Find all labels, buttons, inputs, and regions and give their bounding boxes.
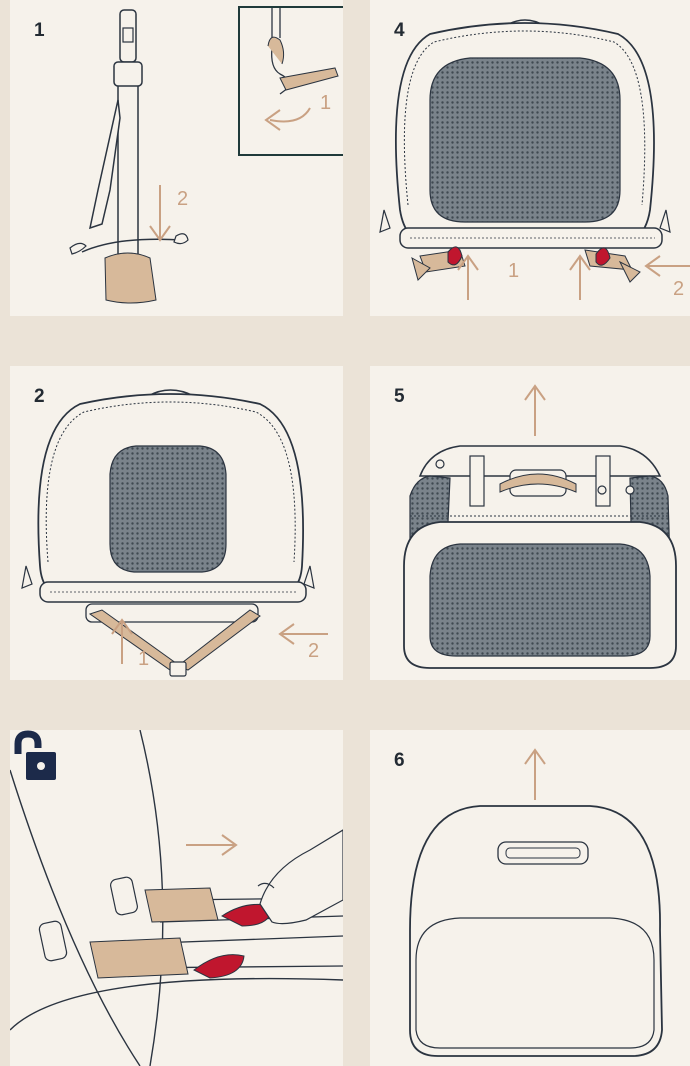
carrier-expand-illustration <box>370 366 690 680</box>
inset-detail: 1 <box>238 6 343 156</box>
panel-step-3: 3 <box>10 730 343 1066</box>
panel-step-2: 2 1 2 <box>10 366 343 680</box>
arrow-label-1: 1 <box>138 648 149 671</box>
step-number: 2 <box>34 386 45 408</box>
step-number: 6 <box>394 750 405 772</box>
panel-step-6: 6 <box>370 730 690 1066</box>
panel-step-1: 1 2 1 <box>10 0 343 316</box>
unlocked-padlock-icon <box>10 730 64 784</box>
step-number: 4 <box>394 20 405 42</box>
panel-step-4: 4 1 2 <box>370 0 690 316</box>
panel-step-5: 5 <box>370 366 690 680</box>
step-number: 1 <box>34 20 45 42</box>
hand-pull-strap-illustration <box>240 8 343 158</box>
carrier-strap-release-illustration <box>10 366 343 680</box>
step-number: 5 <box>394 386 405 408</box>
carrier-unbuckle-illustration <box>370 0 690 316</box>
arrow-label-2: 2 <box>673 278 684 301</box>
carrier-lift-illustration <box>370 730 690 1066</box>
arrow-label-2: 2 <box>177 188 188 211</box>
arrow-label-1: 1 <box>508 260 519 283</box>
arrow-label-1: 1 <box>320 92 331 115</box>
arrow-label-2: 2 <box>308 640 319 663</box>
